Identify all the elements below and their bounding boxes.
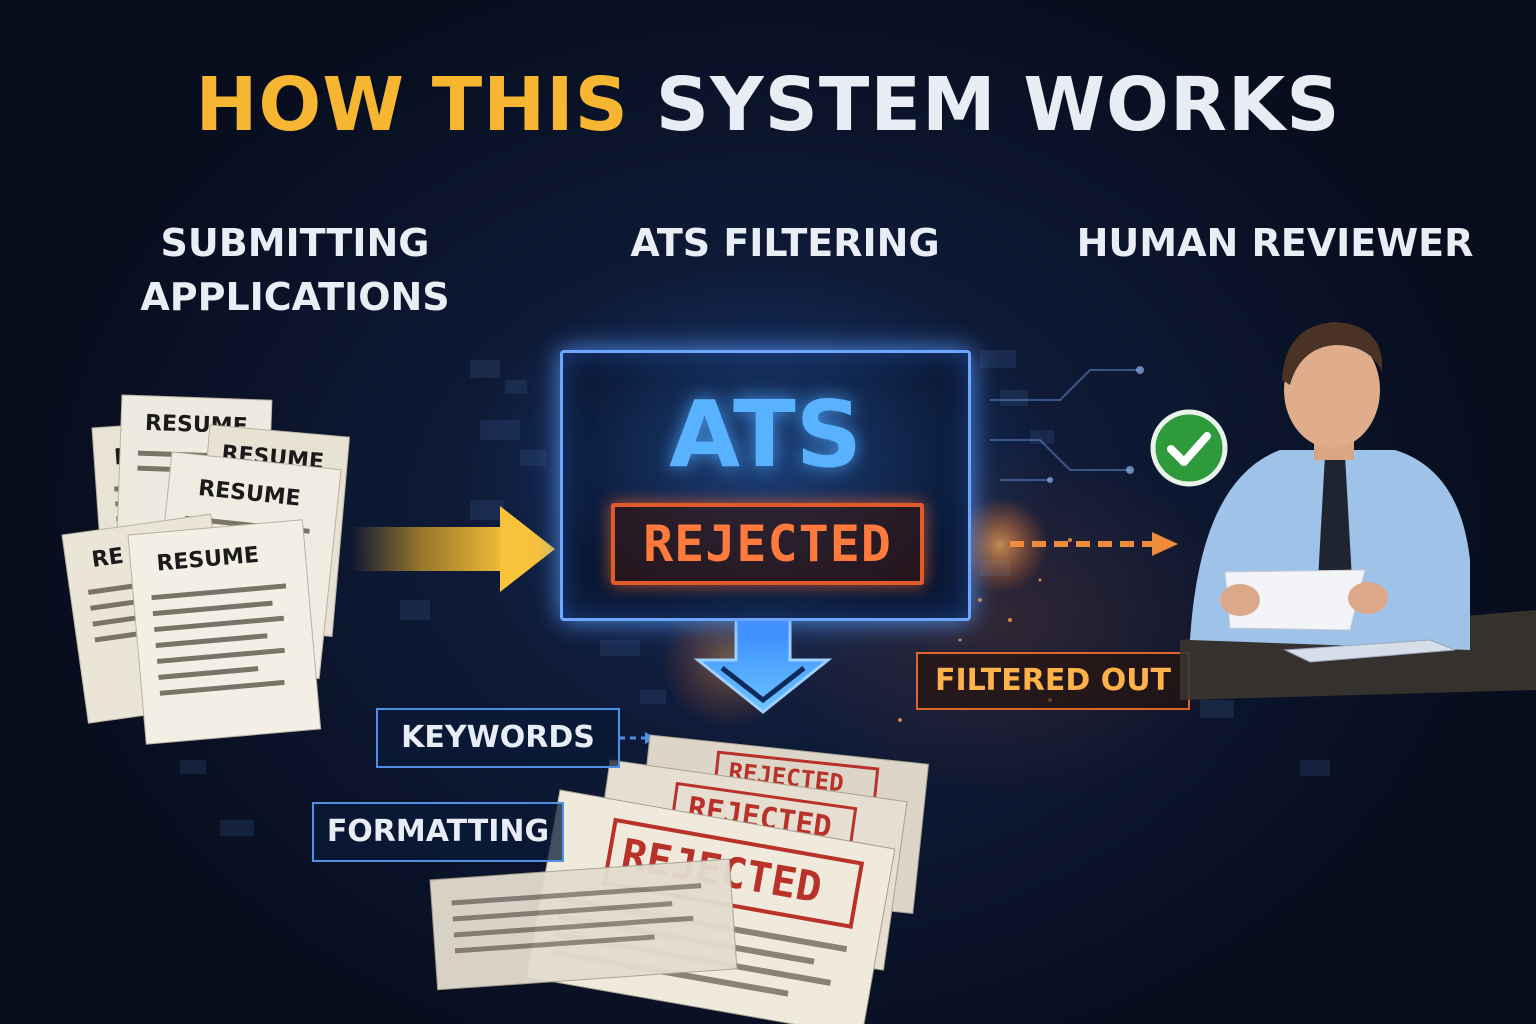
stage-label-submitting-line1: SUBMITTING [160, 221, 430, 265]
title-highlight: HOW THIS [195, 62, 629, 148]
title-rest: SYSTEM WORKS [655, 62, 1341, 148]
tag-formatting: FORMATTING [312, 802, 564, 862]
ats-rejected-stamp: REJECTED [611, 503, 924, 585]
resume-label-partial: RE [90, 544, 125, 573]
ats-screen: ATS REJECTED [560, 350, 971, 621]
reviewer-hair [1282, 322, 1383, 385]
arrow-right-icon [350, 506, 555, 592]
desk-document [1283, 639, 1456, 663]
tag-filtered-out: FILTERED OUT [916, 652, 1190, 710]
check-circle-icon [1150, 409, 1228, 487]
stage-label-human-reviewer: HUMAN REVIEWER [1076, 221, 1474, 265]
stage-label-ats-filtering: ATS FILTERING [630, 221, 940, 265]
ats-heading: ATS [668, 381, 863, 488]
stage-label-submitting: SUBMITTING APPLICATIONS [110, 216, 480, 324]
reviewer-tie [1318, 455, 1352, 600]
tag-keywords: KEYWORDS [376, 708, 620, 768]
page-title: HOW THIS SYSTEM WORKS [0, 62, 1536, 148]
dashed-arrow-right-icon [1010, 532, 1178, 556]
reviewer-head [1284, 332, 1380, 448]
stage-label-submitting-line2: APPLICATIONS [140, 275, 450, 319]
